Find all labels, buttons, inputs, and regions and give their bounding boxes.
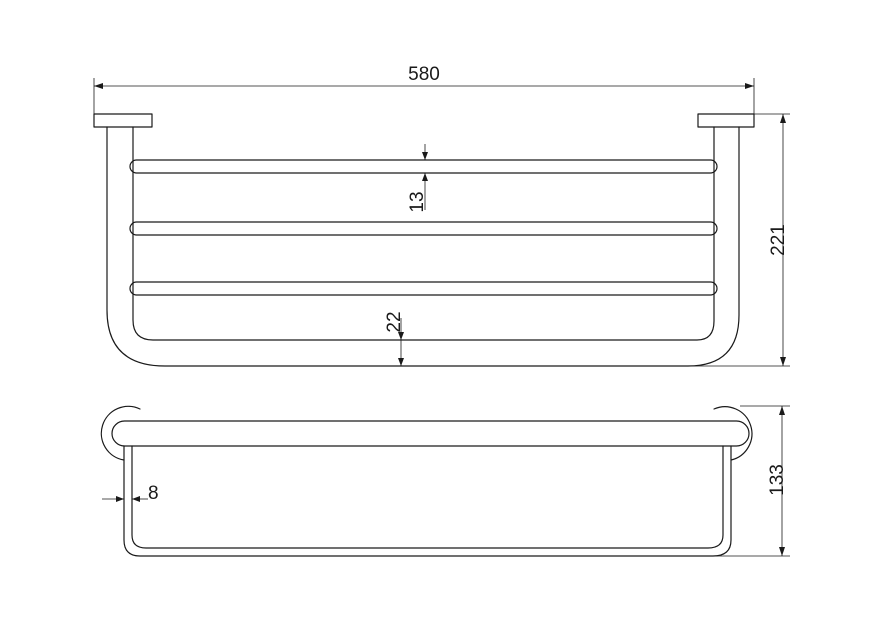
dim-overall-width: 580 [93, 64, 755, 114]
tray-outer [123, 445, 732, 557]
dim-height: 221 [688, 113, 790, 367]
left-wall-plate [93, 113, 153, 128]
front-view [93, 113, 755, 367]
dim-label-22: 22 [384, 311, 405, 332]
dim-label-8: 8 [148, 483, 159, 504]
tray-inner [131, 445, 724, 549]
top-view [100, 405, 753, 557]
front-rail [111, 420, 750, 447]
left-flange [100, 405, 141, 461]
dim-label-133: 133 [767, 464, 788, 496]
frame-outer [106, 126, 740, 367]
dim-bar-spacing: 13 [407, 144, 428, 213]
dim-offset: 8 [102, 483, 159, 504]
right-wall-plate [697, 113, 755, 128]
dim-label-13: 13 [407, 191, 428, 212]
rail-bottom [129, 281, 718, 296]
right-flange [713, 406, 753, 461]
rail-middle [129, 221, 718, 236]
frame-inner [132, 126, 715, 341]
dim-bottom-gap: 22 [384, 311, 405, 366]
dim-label-580: 580 [408, 64, 440, 85]
rail-top [129, 159, 718, 174]
dim-depth: 133 [713, 405, 790, 557]
dim-label-221: 221 [768, 224, 789, 256]
